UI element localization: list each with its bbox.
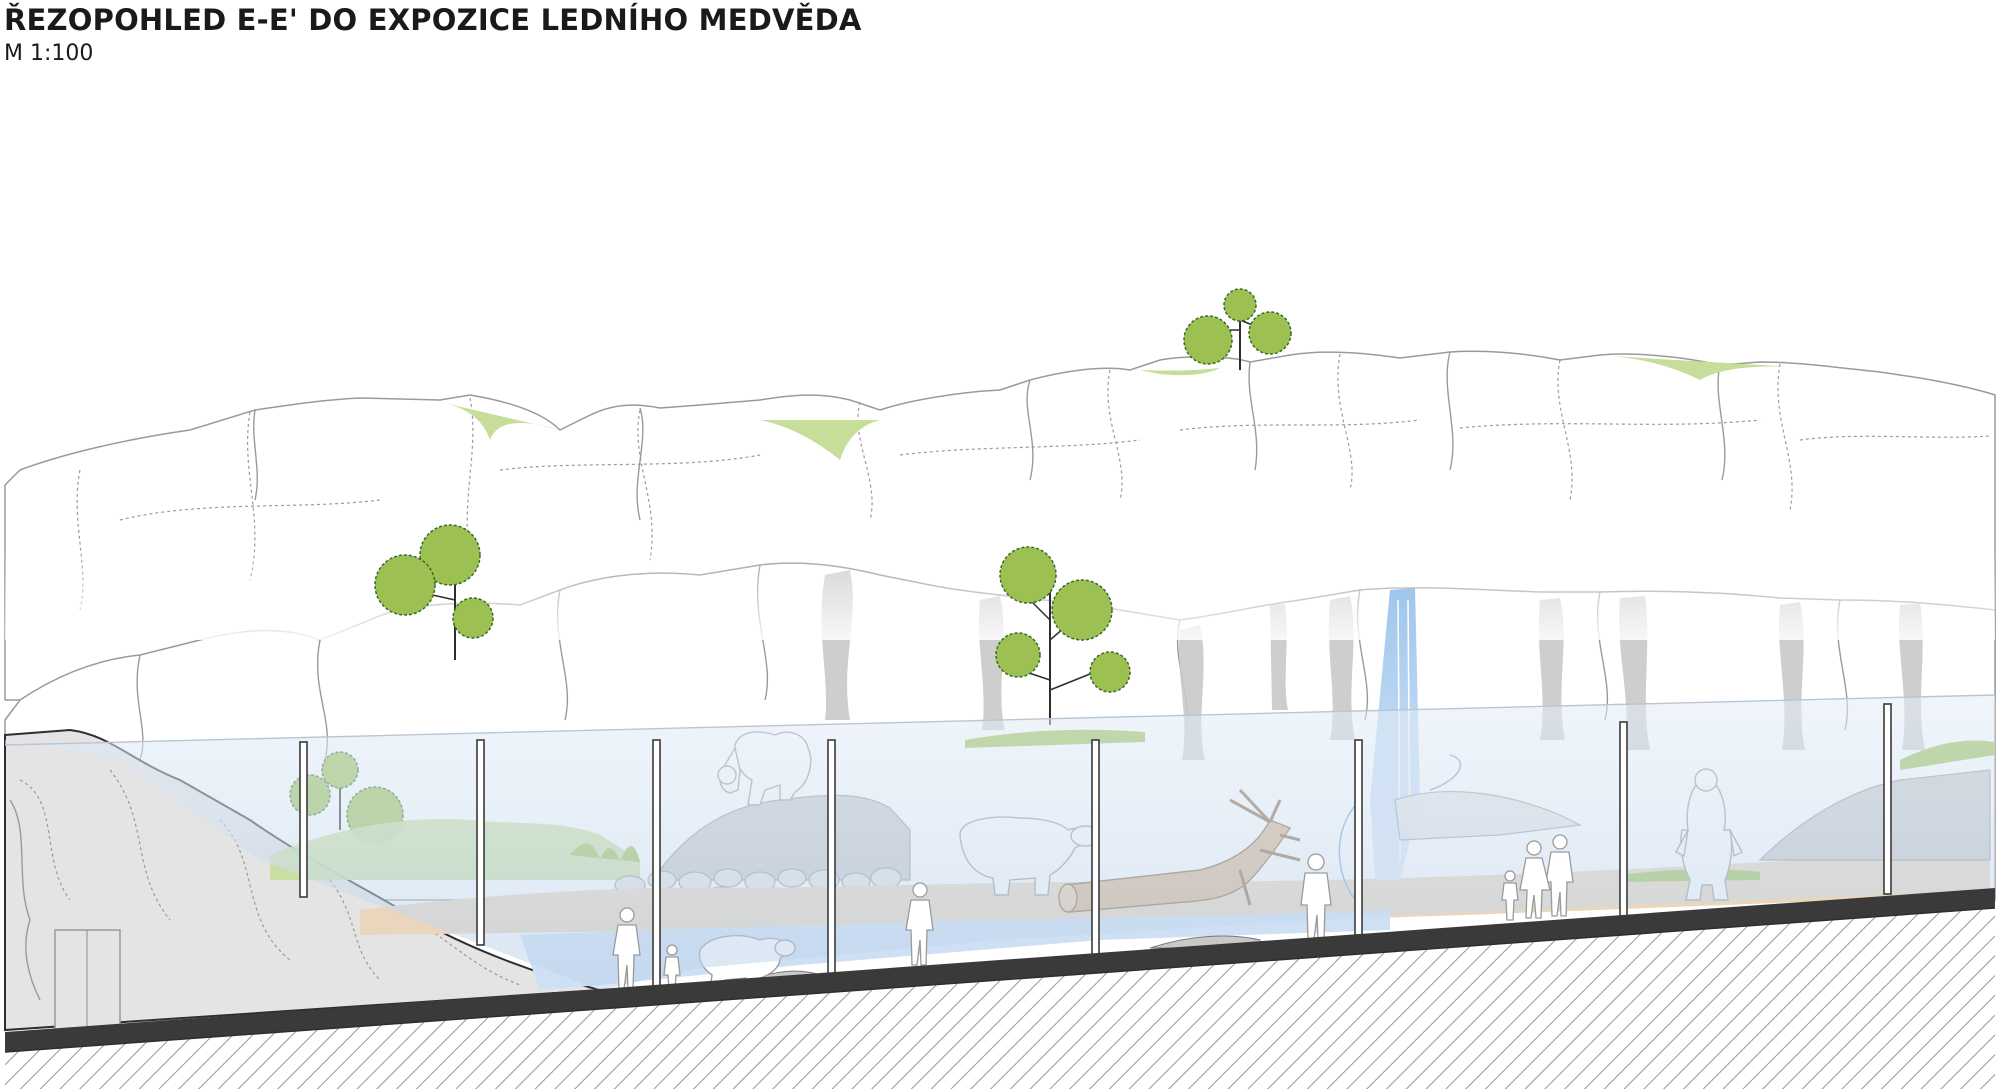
glass-wall	[4, 694, 1996, 991]
ground-section	[4, 888, 1996, 1089]
visitor-figures	[612, 834, 1574, 991]
tree-left	[374, 524, 494, 660]
drawing-scale: M 1:100	[4, 41, 94, 66]
drawing-title: ŘEZOPOHLED E-E' DO EXPOZICE LEDNÍHO MEDV…	[4, 3, 862, 37]
visitor-family	[1501, 834, 1574, 921]
visitor-adult	[612, 907, 641, 991]
tree-top	[1183, 288, 1292, 370]
visitor-adult-2	[905, 882, 934, 966]
visitor-adult-3	[1300, 853, 1332, 941]
